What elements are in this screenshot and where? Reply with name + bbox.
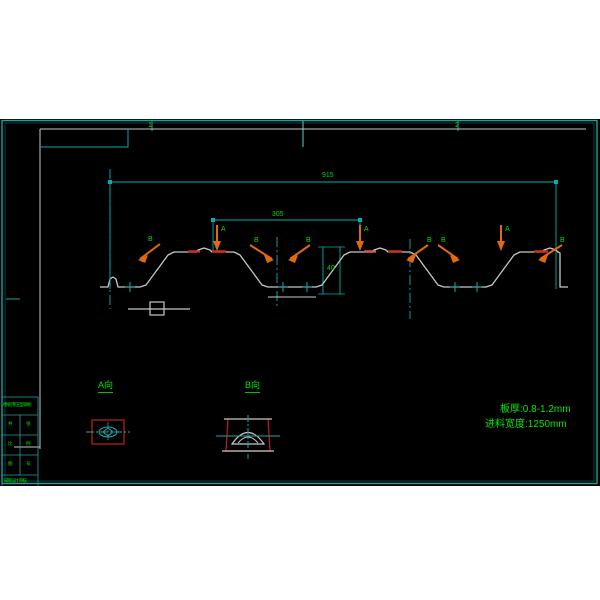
dimension-305 bbox=[211, 218, 362, 251]
dimension-915 bbox=[108, 180, 558, 289]
callout-label-b5: B bbox=[441, 237, 446, 244]
title-block-cell-r0c0: 共 bbox=[8, 421, 13, 426]
centerlines bbox=[109, 169, 411, 319]
note-feed-width: 进料宽度:1250mm bbox=[485, 419, 567, 430]
header-box bbox=[40, 129, 129, 148]
callout-label-a2: A bbox=[364, 226, 369, 233]
sheet-border-inner bbox=[4, 122, 595, 482]
title-block-header: 楼板用压型钢板 bbox=[3, 402, 32, 407]
callout-label-b6: B bbox=[560, 237, 565, 244]
title-block-cell-r0c1: 张 bbox=[26, 421, 31, 426]
callout-label-a3: A bbox=[505, 226, 510, 233]
dimension-label-inner: 305 bbox=[272, 211, 284, 218]
leader-arrows-a bbox=[213, 225, 505, 251]
callout-label-b1: B bbox=[148, 236, 153, 243]
drawing-vector-layer bbox=[1, 119, 598, 486]
detail-view-b-graphic bbox=[216, 415, 280, 459]
dimension-label-height: 40 bbox=[327, 265, 335, 272]
cad-canvas: 1 2 915 305 40 B A B B A B B A B A向 B向 板… bbox=[0, 119, 600, 486]
dimension-height bbox=[318, 246, 345, 295]
grid-label-2: 2 bbox=[455, 122, 459, 129]
title-block-cell-r1c0: 比 bbox=[8, 441, 13, 446]
callout-label-b3: B bbox=[306, 237, 311, 244]
leader-arrows-b bbox=[139, 243, 563, 260]
title-block-cell-r2c1: 号 bbox=[26, 461, 31, 466]
flat-center-marks bbox=[125, 282, 482, 292]
title-block-cell-r1c1: 例 bbox=[26, 441, 31, 446]
grid-label-1: 1 bbox=[148, 122, 152, 129]
title-block-footer: 日期 设计 审核 bbox=[3, 478, 27, 483]
title-block-cell-r2c0: 图 bbox=[8, 461, 13, 466]
callout-label-b4: B bbox=[427, 237, 432, 244]
title-block-grid bbox=[1, 396, 39, 486]
detail-view-b-label: B向 bbox=[245, 378, 261, 393]
note-thickness: 板厚:0.8-1.2mm bbox=[500, 404, 571, 415]
detail-view-a-label: A向 bbox=[98, 378, 114, 393]
detail-view-a-graphic bbox=[86, 419, 130, 445]
callout-label-a1: A bbox=[221, 226, 226, 233]
section-symbol bbox=[128, 301, 190, 316]
leader-arrowheads-b bbox=[138, 255, 548, 263]
sheet-border-outer bbox=[1, 119, 598, 485]
dimension-label-overall: 915 bbox=[322, 172, 334, 179]
callout-label-b2: B bbox=[254, 237, 259, 244]
